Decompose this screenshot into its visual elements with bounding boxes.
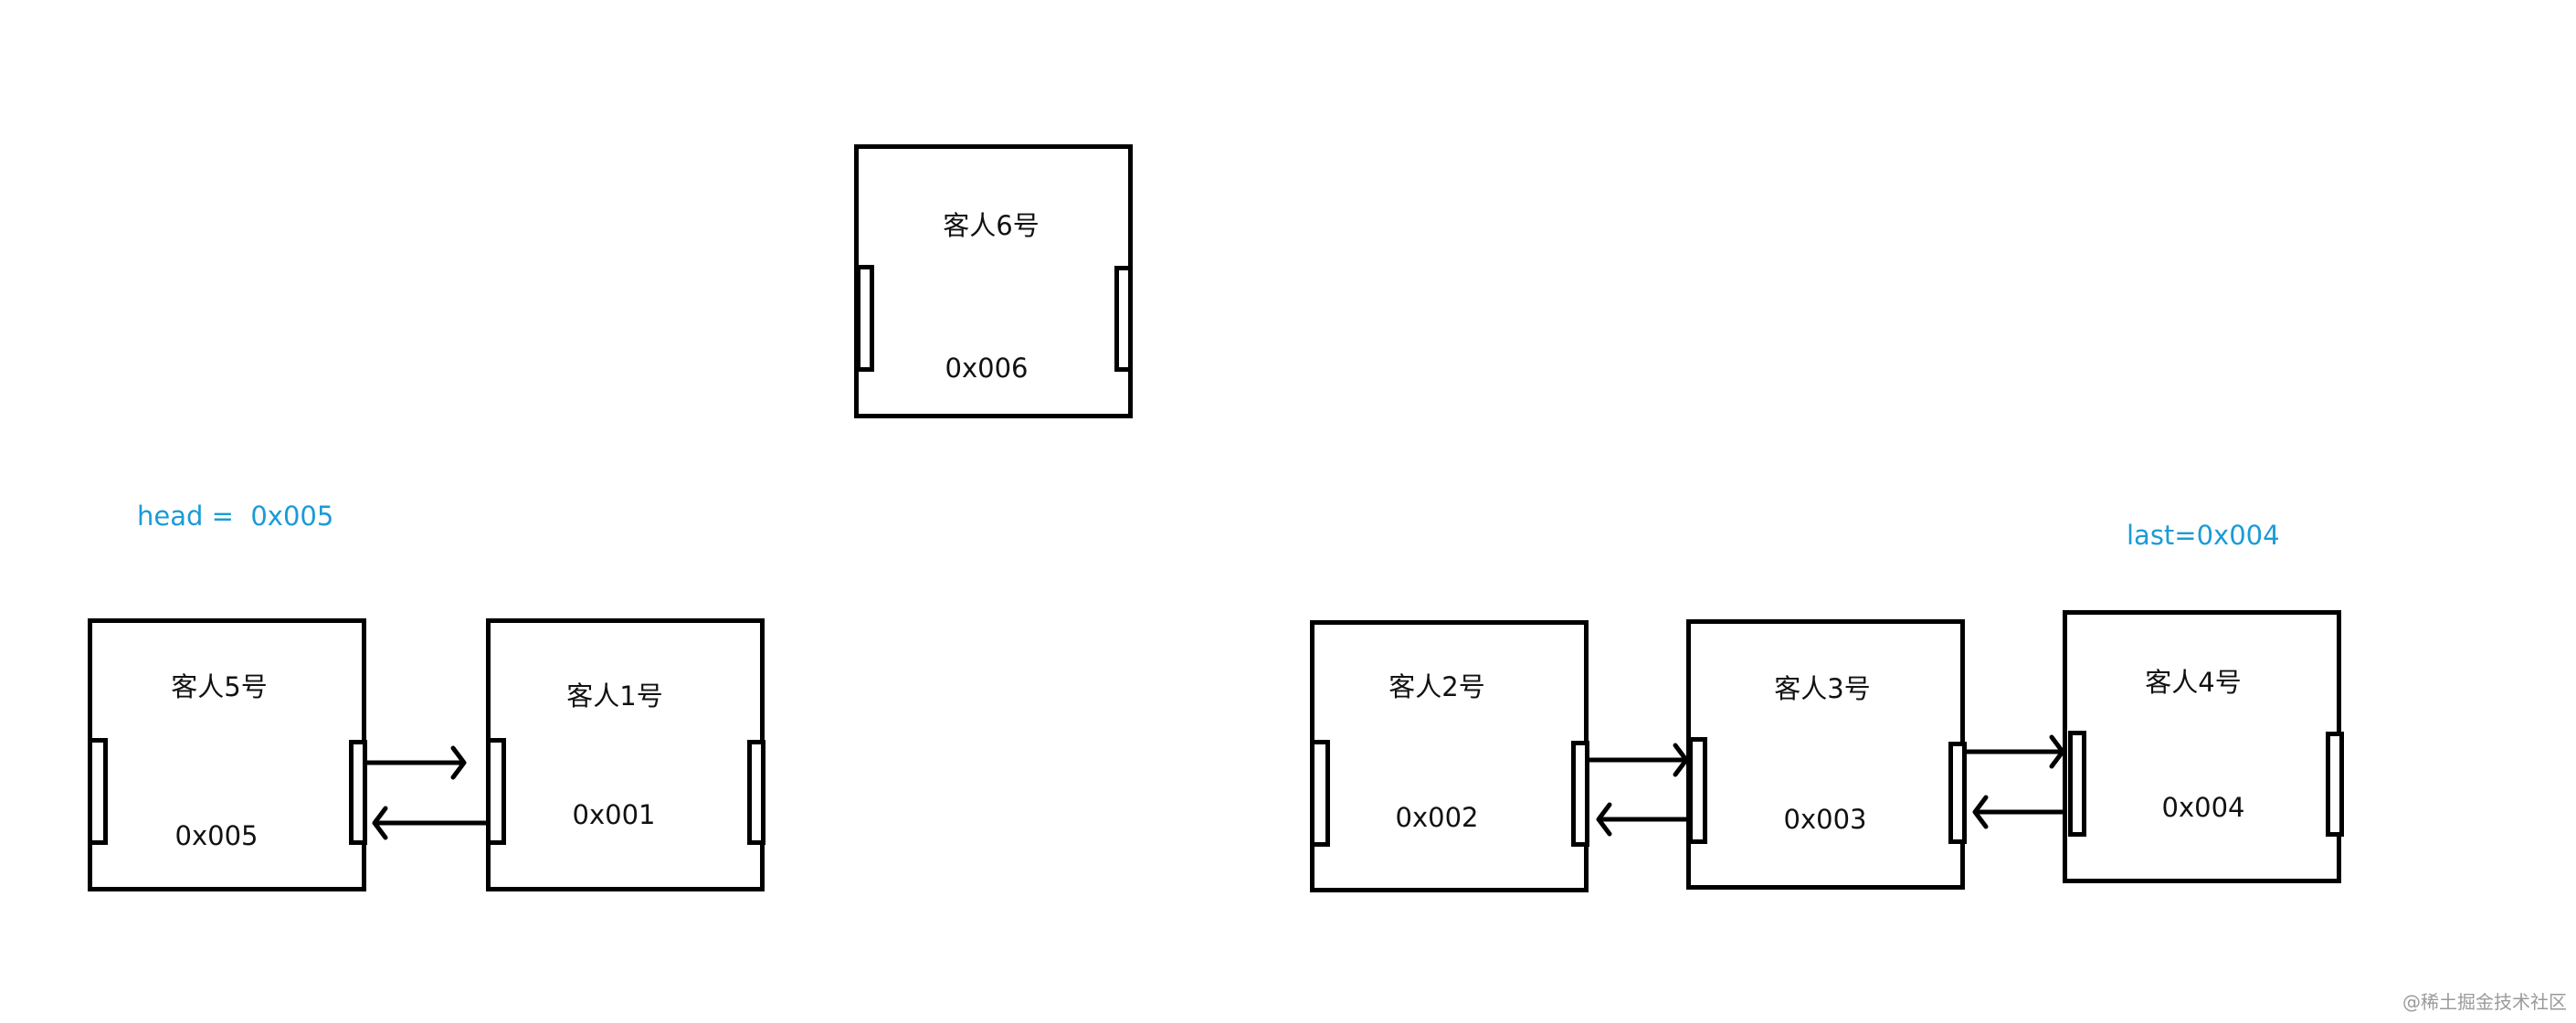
node-6-address: 0x006 [945, 353, 1029, 384]
node-2-address: 0x002 [1395, 802, 1479, 833]
node-3-prev-pointer-handle [1688, 737, 1707, 844]
node-4-prev-pointer-handle [2068, 731, 2086, 837]
node-2-prev-pointer-handle [1310, 740, 1330, 847]
node-1-prev-pointer-handle [486, 738, 506, 845]
node-4-next-pointer-handle [2326, 732, 2344, 837]
node-3-address: 0x003 [1783, 804, 1867, 835]
prev-arrow-1-to-5 [372, 806, 486, 840]
node-3-next-pointer-handle [1948, 742, 1967, 844]
node-5-prev-pointer-handle [88, 738, 108, 845]
next-arrow-5-to-1 [366, 745, 467, 780]
arrowhead-icon [372, 806, 388, 840]
next-arrow-3-to-4 [1966, 734, 2065, 769]
arrowhead-icon [2049, 734, 2065, 769]
prev-arrow-4-to-3 [1972, 795, 2063, 829]
node-1-address: 0x001 [572, 799, 656, 830]
node-4-title: 客人4号 [2145, 667, 2242, 698]
node-6-box [854, 144, 1133, 418]
node-6-prev-pointer-handle [856, 265, 874, 372]
prev-arrow-3-to-2 [1596, 802, 1686, 837]
watermark: @稀土掘金技术社区 [2402, 991, 2567, 1013]
node-1-next-pointer-handle [747, 740, 765, 845]
node-6-next-pointer-handle [1114, 266, 1133, 372]
node-1-box [486, 618, 765, 891]
arrowhead-icon [1673, 743, 1689, 777]
node-1-title: 客人1号 [566, 680, 663, 712]
head-pointer-label: head = 0x005 [137, 501, 334, 532]
node-5-box [88, 618, 366, 891]
node-3-title: 客人3号 [1774, 673, 1871, 704]
node-3-box [1686, 619, 1965, 890]
node-2-next-pointer-handle [1571, 741, 1589, 847]
next-arrow-2-to-3 [1589, 743, 1689, 777]
node-4-address: 0x004 [2161, 792, 2245, 823]
arrowhead-icon [1596, 802, 1612, 837]
arrowhead-icon [450, 745, 467, 780]
node-5-next-pointer-handle [349, 740, 367, 845]
last-pointer-label: last=0x004 [2127, 520, 2280, 551]
node-2-box [1310, 620, 1589, 892]
node-5-title: 客人5号 [171, 671, 268, 702]
node-4-box [2063, 610, 2341, 883]
node-2-title: 客人2号 [1388, 671, 1485, 702]
node-5-address: 0x005 [174, 820, 259, 851]
node-6-title: 客人6号 [943, 210, 1040, 241]
arrowhead-icon [1972, 795, 1989, 829]
